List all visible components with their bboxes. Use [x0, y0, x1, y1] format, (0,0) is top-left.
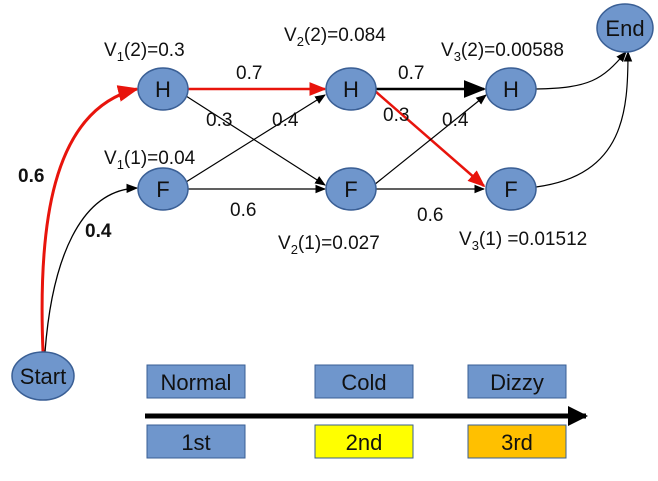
node-h2-label: H — [343, 77, 359, 102]
observation-dizzy-label: Dizzy — [490, 370, 544, 395]
observation-box-dizzy: Dizzy — [467, 364, 567, 399]
node-f1-label: F — [156, 177, 169, 202]
node-h1: H — [137, 67, 189, 111]
node-f1: F — [137, 167, 189, 211]
edge-f2-h3 — [373, 94, 487, 186]
viterbi-v3-f: V3(1) =0.01512 — [459, 229, 587, 253]
edge-label-h2-h3: 0.7 — [398, 63, 424, 84]
observation-cold-label: Cold — [341, 370, 386, 395]
step-2nd-label: 2nd — [346, 430, 383, 455]
edge-h3-end — [535, 51, 627, 90]
node-h2: H — [325, 67, 377, 111]
edge-label-start-f1: 0.4 — [85, 221, 112, 242]
viterbi-v2-h: V2(2)=0.084 — [284, 25, 386, 49]
observation-box-normal: Normal — [146, 364, 246, 399]
edge-f3-end — [535, 50, 633, 188]
edge-h1-f2 — [185, 95, 326, 186]
step-box-3rd: 3rd — [467, 424, 567, 459]
observation-box-cold: Cold — [314, 364, 414, 399]
step-3rd-label: 3rd — [501, 430, 533, 455]
edge-label-f1-h2: 0.4 — [272, 110, 299, 131]
node-end: End — [596, 3, 654, 53]
edge-label-h2-f3: 0.3 — [383, 105, 409, 126]
observation-normal-label: Normal — [161, 370, 232, 395]
node-h3-label: H — [503, 77, 519, 102]
step-box-2nd: 2nd — [314, 424, 414, 459]
node-f2-label: F — [344, 177, 357, 202]
node-start: Start — [11, 351, 75, 401]
edge-label-f1-f2: 0.6 — [230, 200, 256, 221]
edge-label-f2-h3: 0.4 — [442, 110, 469, 131]
edge-start-h1 — [40, 85, 140, 353]
node-start-label: Start — [20, 364, 66, 389]
node-end-label: End — [605, 16, 644, 41]
edge-label-h1-f2: 0.3 — [206, 110, 232, 131]
node-h1-label: H — [155, 77, 171, 102]
viterbi-v1-f: V1(1)=0.04 — [104, 148, 196, 172]
node-f3-label: F — [504, 177, 517, 202]
node-f2: F — [325, 167, 377, 211]
edge-f1-h2 — [185, 94, 326, 183]
edge-label-h1-h2: 0.7 — [236, 63, 262, 84]
node-h3: H — [485, 67, 537, 111]
edge-label-f2-f3: 0.6 — [417, 205, 443, 226]
viterbi-v3-h: V3(2)=0.00588 — [441, 40, 564, 64]
viterbi-v2-f: V2(1)=0.027 — [278, 233, 380, 257]
viterbi-v1-h: V1(2)=0.3 — [104, 40, 185, 64]
node-f3: F — [485, 167, 537, 211]
edge-start-f1 — [44, 183, 139, 353]
edge-label-start-h1: 0.6 — [18, 166, 44, 187]
step-box-1st: 1st — [146, 424, 246, 459]
edge-h2-f3 — [374, 90, 486, 188]
step-1st-label: 1st — [181, 430, 210, 455]
